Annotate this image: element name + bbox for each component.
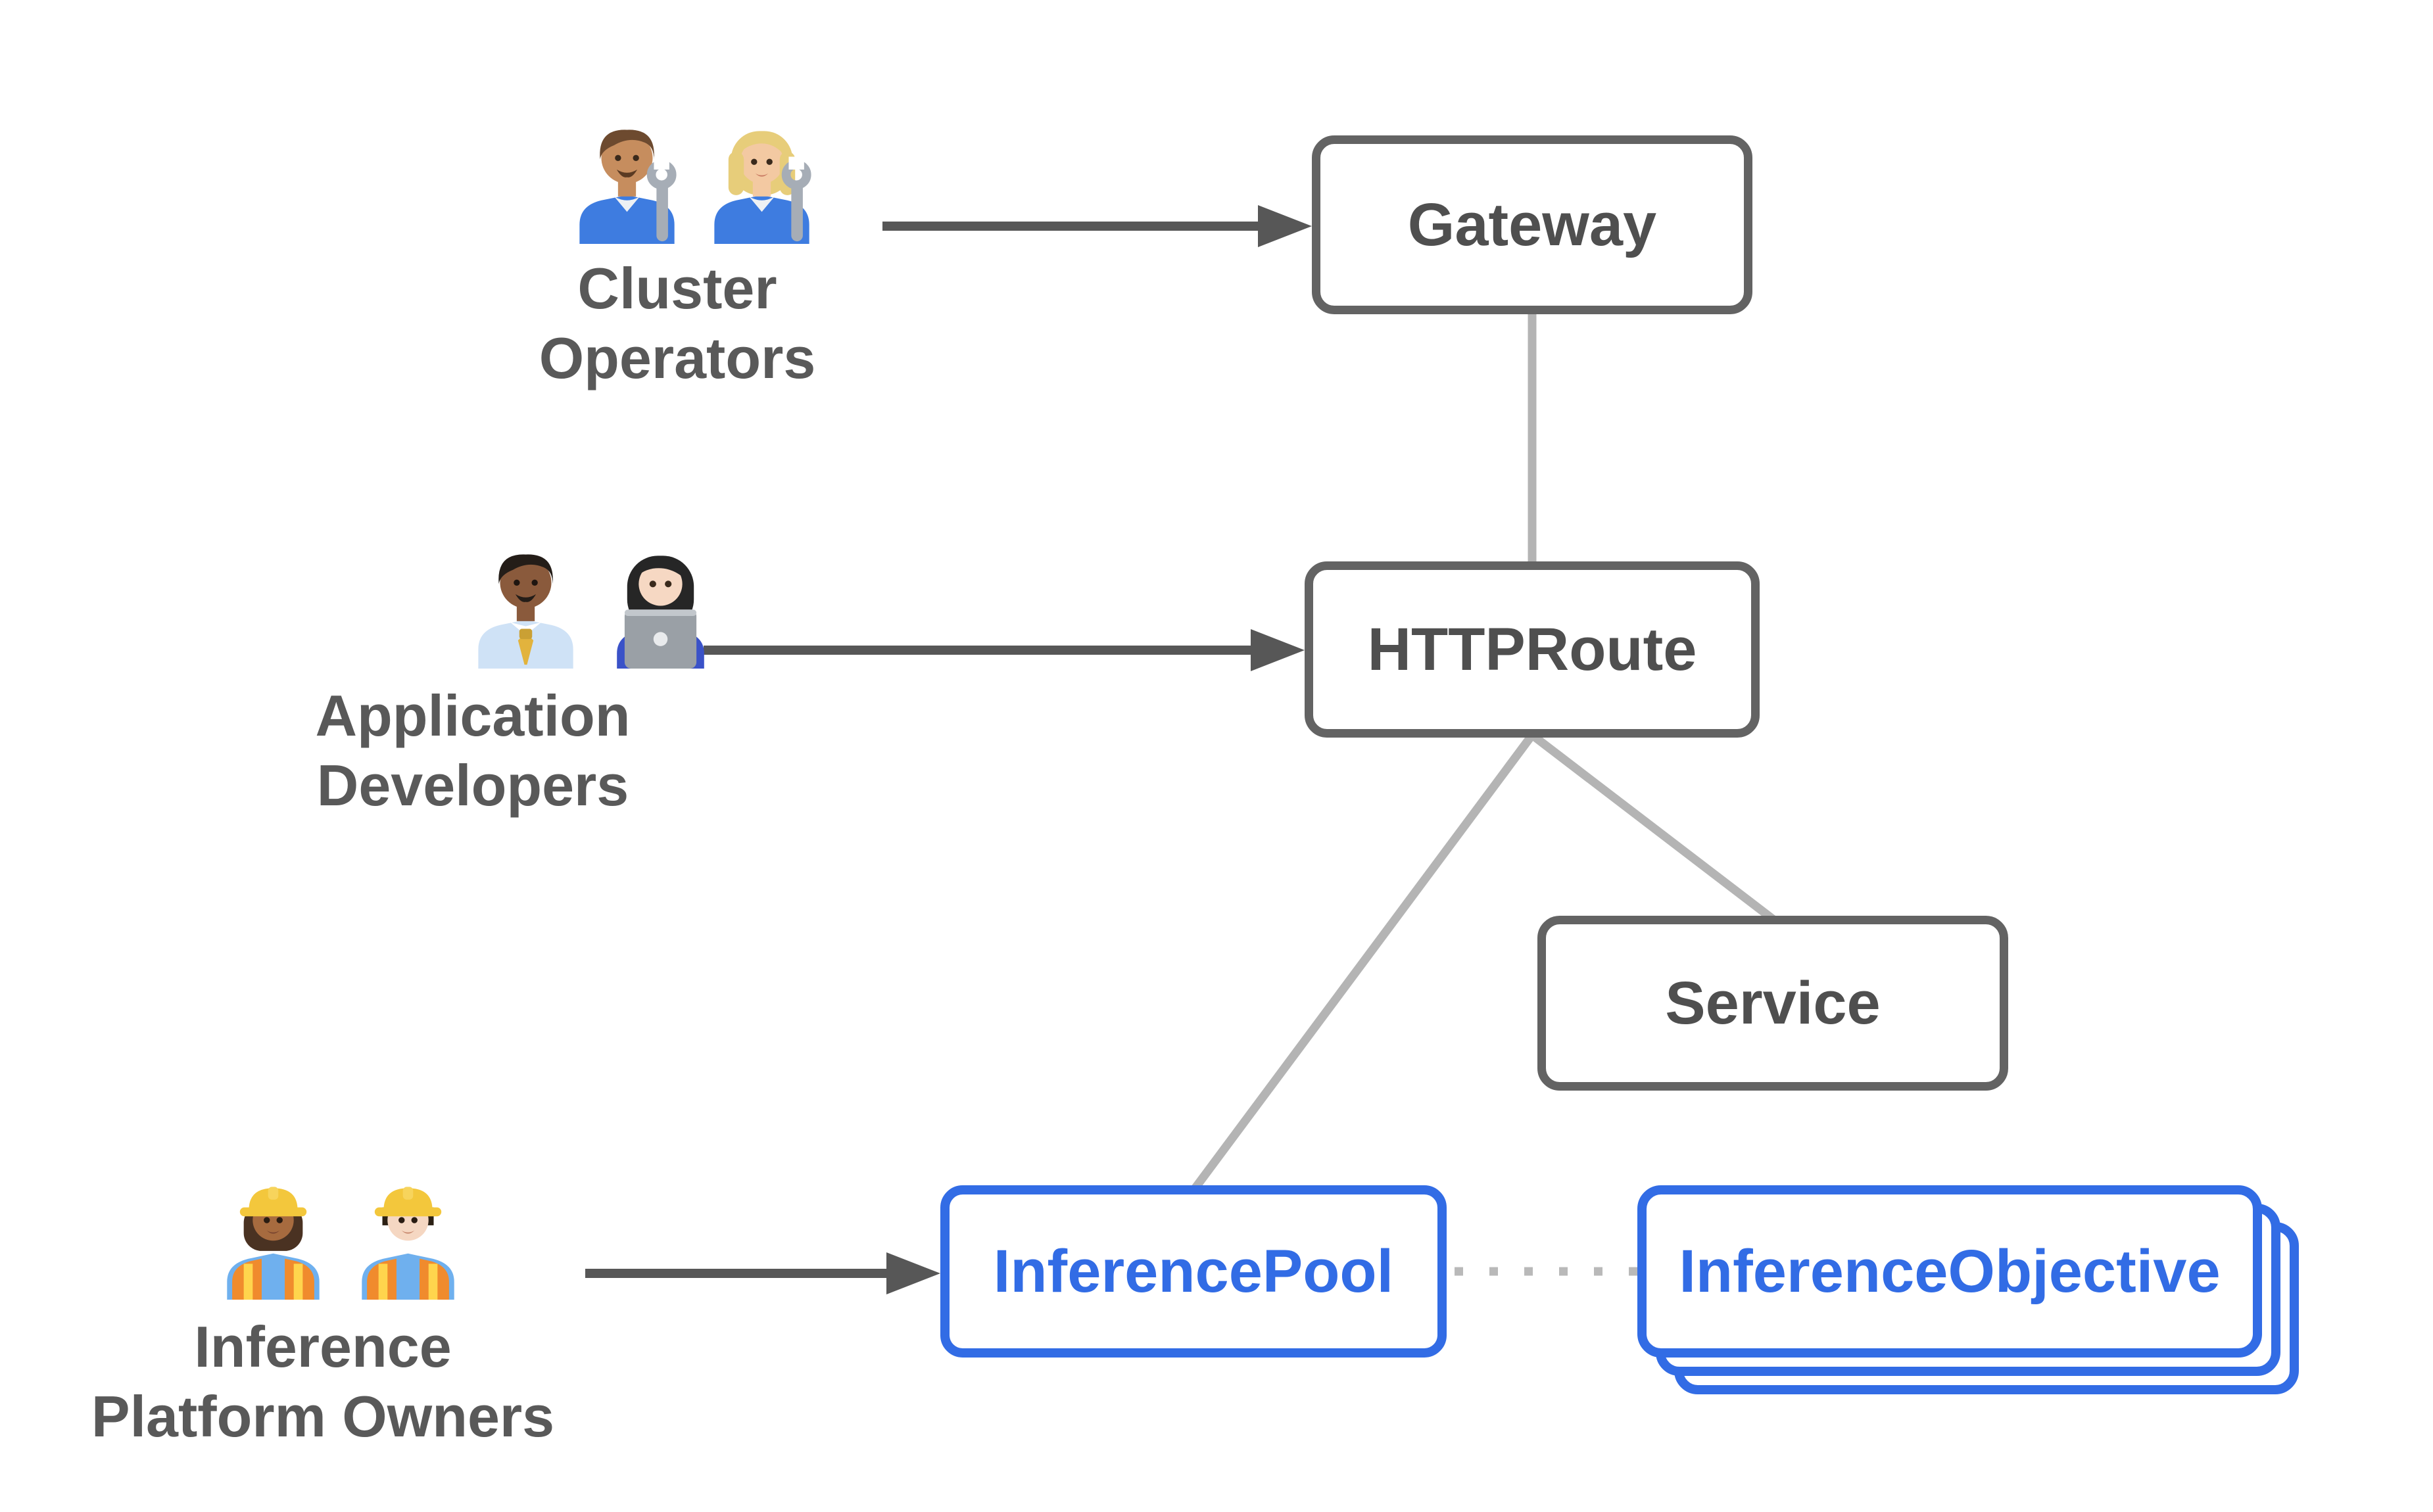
cluster-operators-label-line2: Operators: [539, 325, 816, 390]
inference-platform-owners-label-line1: Inference: [194, 1314, 452, 1379]
application-developers-emoji-group: [462, 540, 725, 669]
httproute-node-label: HTTPRoute: [1367, 615, 1697, 683]
inference-platform-owners-label: Inference Platform Owners: [27, 1312, 619, 1452]
application-developers-label-line1: Application: [315, 683, 631, 748]
inferenceobjective-node: InferenceObjective: [1637, 1185, 2262, 1358]
woman-technologist-emoji: [617, 555, 704, 669]
man-mechanic-emoji: [579, 130, 677, 244]
application-developers-label: Application Developers: [177, 681, 769, 820]
gateway-node-label: Gateway: [1407, 191, 1657, 258]
service-node: Service: [1537, 916, 2008, 1091]
cluster-operators-label: Cluster Operators: [381, 254, 973, 393]
line-httproute-inferencepool: [1191, 732, 1536, 1191]
arrow-application-developers-httproute: [704, 629, 1305, 671]
arrow-platform-owners-inferencepool: [585, 1252, 940, 1294]
line-httproute-service: [1530, 731, 1775, 923]
man-office-worker-emoji: [478, 554, 573, 669]
gateway-node: Gateway: [1312, 135, 1752, 314]
arrow-cluster-operators-gateway: [882, 205, 1312, 247]
inferencepool-node-label: InferencePool: [993, 1237, 1394, 1305]
application-developers-label-line2: Developers: [316, 753, 629, 818]
inferencepool-node: InferencePool: [940, 1185, 1447, 1358]
cluster-operators-label-line1: Cluster: [577, 256, 777, 321]
woman-construction-worker-emoji: [227, 1187, 320, 1300]
inference-platform-owners-emoji-group: [209, 1171, 472, 1300]
service-node-label: Service: [1665, 969, 1881, 1037]
inference-platform-owners-label-line2: Platform Owners: [91, 1384, 555, 1449]
cluster-operators-emoji-group: [563, 116, 826, 244]
inferenceobjective-node-label: InferenceObjective: [1679, 1237, 2221, 1305]
httproute-node: HTTPRoute: [1305, 561, 1760, 738]
man-construction-worker-emoji: [362, 1187, 454, 1300]
woman-mechanic-emoji: [714, 131, 811, 244]
